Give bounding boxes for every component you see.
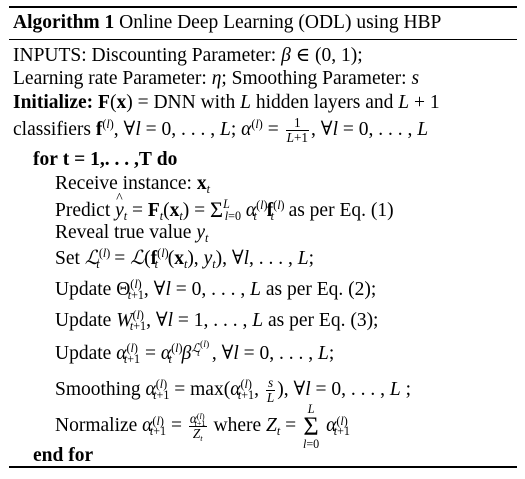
inputs-line-2: Learning rate Parameter: η; Smoothing Pa… (13, 68, 420, 89)
classifiers-text: classifiers (13, 118, 96, 140)
step-update-alpha: Update α(l)t+1 = α(l)t βℒ(l)t, ∀l = 0, .… (55, 339, 335, 367)
inputs-line-1: INPUTS: Discounting Parameter: β ∈ (0, 1… (13, 45, 363, 66)
smoothing-param-label: ; Smoothing Parameter: (221, 68, 412, 89)
step-set-loss: Set ℒ(l)t = ℒ(f(l)t (xt), yt), ∀l, . . .… (55, 246, 315, 272)
algorithm-box: Algorithm 1 Online Deep Learning (ODL) u… (9, 6, 517, 468)
initialize-line-1: Initialize: F(x) = DNN with L hidden lay… (13, 92, 440, 113)
for-keyword: for (33, 149, 58, 170)
receive-label: Receive instance: (55, 173, 197, 194)
end-for-keyword: end for (33, 445, 94, 466)
step-update-w: Update W(l)t+1, ∀l = 1, . . . , L as per… (55, 308, 379, 334)
step-receive: Receive instance: xt (55, 173, 210, 197)
dnn-text: = DNN with (132, 92, 241, 113)
step-reveal: Reveal true value yt (55, 222, 209, 246)
update-label-1: Update (55, 279, 117, 300)
caption-rule (9, 39, 517, 40)
normalize-label: Normalize (55, 415, 143, 437)
for-range: t = 1,. . . ,T (62, 149, 152, 170)
predict-label: Predict (55, 200, 116, 221)
algorithm-title: Online Deep Learning (ODL) using HBP (119, 12, 442, 33)
inputs-label: INPUTS: Discounting Parameter: (13, 45, 282, 66)
bottom-rule (9, 466, 517, 468)
update-label-3: Update (55, 343, 117, 364)
top-rule (9, 6, 517, 8)
step-predict: Predict yt = Ft(xt) = ΣLl=0 α(l)t f(l)t … (55, 192, 394, 222)
reveal-label: Reveal true value (55, 222, 197, 243)
hidden-layers-text: hidden layers and (250, 92, 399, 113)
end-for: end for (33, 446, 93, 466)
for-loop-header: for t = 1,. . . ,T do (33, 150, 177, 170)
step-update-theta: Update Θ(l)t+1, ∀l = 0, . . . , L as per… (55, 277, 377, 303)
initialize-line-2: classifiers f(l), ∀l = 0, . . . , L; α(l… (13, 115, 429, 145)
algorithm-number: Algorithm 1 (13, 12, 115, 33)
set-label: Set (55, 248, 85, 269)
initialize-keyword: Initialize: (13, 92, 94, 113)
do-keyword: do (156, 149, 178, 170)
eq2-ref: as per Eq. (2); (260, 279, 377, 300)
eq3-ref: as per Eq. (3); (263, 310, 379, 331)
algorithm-caption: Algorithm 1 Online Deep Learning (ODL) u… (13, 13, 441, 33)
update-label-2: Update (55, 310, 117, 331)
eq1-ref: as per Eq. (1) (283, 200, 394, 221)
learning-rate-label: Learning rate Parameter: (13, 68, 212, 89)
where-text: where (208, 415, 267, 437)
smoothing-label: Smoothing (55, 378, 146, 400)
